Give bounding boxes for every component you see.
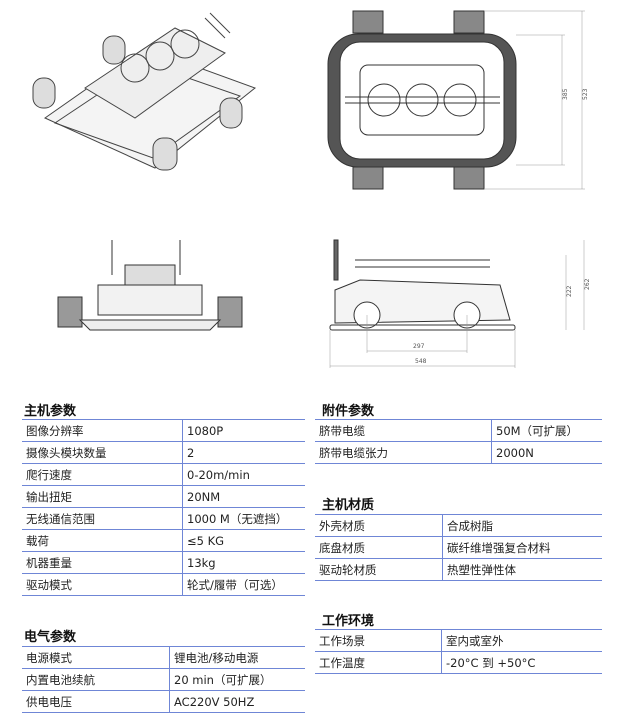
robot-front-view-drawing bbox=[57, 240, 243, 331]
param-value: 20 min（可扩展） bbox=[169, 668, 305, 691]
table-row: 底盘材质碳纤维增强复合材料 bbox=[315, 536, 602, 559]
param-label: 底盘材质 bbox=[315, 536, 443, 559]
param-label: 摄像头模块数量 bbox=[22, 441, 183, 464]
param-label: 驱动模式 bbox=[22, 573, 183, 596]
dim-523: 523 bbox=[582, 88, 589, 100]
param-label: 无线通信范围 bbox=[22, 507, 183, 530]
param-value: ≤5 KG bbox=[182, 529, 305, 552]
param-value: 0-20m/min bbox=[182, 463, 305, 486]
param-label: 机器重量 bbox=[22, 551, 183, 574]
table-row: 外壳材质合成树脂 bbox=[315, 514, 602, 537]
param-label: 工作温度 bbox=[315, 651, 442, 674]
param-label: 爬行速度 bbox=[22, 463, 183, 486]
param-value: 轮式/履带（可选） bbox=[182, 573, 305, 596]
dim-297: 297 bbox=[413, 343, 425, 350]
param-value: 碳纤维增强复合材料 bbox=[442, 536, 602, 559]
param-value: 热塑性弹性体 bbox=[442, 558, 602, 581]
param-value: AC220V 50HZ bbox=[169, 690, 305, 713]
param-value: 锂电池/移动电源 bbox=[169, 646, 305, 669]
param-value: 1080P bbox=[182, 419, 305, 442]
section-title-host: 主机参数 bbox=[24, 404, 77, 419]
param-value: -20°C 到 +50°C bbox=[441, 651, 602, 674]
dim-262: 262 bbox=[584, 278, 591, 290]
param-label: 驱动轮材质 bbox=[315, 558, 443, 581]
table-row: 驱动轮材质热塑性弹性体 bbox=[315, 558, 602, 581]
param-value: 1000 M（无遮挡） bbox=[182, 507, 305, 530]
param-label: 供电电压 bbox=[22, 690, 170, 713]
param-label: 内置电池续航 bbox=[22, 668, 170, 691]
param-value: 2000N bbox=[491, 441, 602, 464]
param-label: 载荷 bbox=[22, 529, 183, 552]
param-label: 输出扭矩 bbox=[22, 485, 183, 508]
dim-548: 548 bbox=[415, 358, 427, 365]
robot-isometric-drawing bbox=[32, 12, 257, 171]
dim-385: 385 bbox=[562, 88, 569, 100]
table-row: 电源模式锂电池/移动电源 bbox=[22, 646, 305, 669]
material-table: 外壳材质合成树脂底盘材质碳纤维增强复合材料驱动轮材质热塑性弹性体 bbox=[315, 514, 602, 581]
table-row: 载荷≤5 KG bbox=[22, 529, 305, 552]
section-title-accessory: 附件参数 bbox=[322, 404, 375, 419]
table-row: 工作场景室内或室外 bbox=[315, 629, 602, 652]
robot-top-view-drawing: 385 523 bbox=[327, 10, 589, 190]
section-title-environment: 工作环境 bbox=[322, 614, 375, 629]
table-row: 工作温度-20°C 到 +50°C bbox=[315, 651, 602, 674]
param-label: 图像分辨率 bbox=[22, 419, 183, 442]
section-title-material: 主机材质 bbox=[322, 498, 375, 513]
param-label: 脐带电缆张力 bbox=[315, 441, 492, 464]
param-value: 13kg bbox=[182, 551, 305, 574]
param-label: 工作场景 bbox=[315, 629, 442, 652]
param-label: 脐带电缆 bbox=[315, 419, 492, 442]
robot-side-view-drawing: 297 548 222 262 bbox=[329, 239, 591, 368]
param-label: 电源模式 bbox=[22, 646, 170, 669]
environment-table: 工作场景室内或室外工作温度-20°C 到 +50°C bbox=[315, 629, 602, 674]
param-value: 20NM bbox=[182, 485, 305, 508]
section-title-electrical: 电气参数 bbox=[24, 630, 77, 645]
param-value: 合成树脂 bbox=[442, 514, 602, 537]
dim-222: 222 bbox=[566, 285, 573, 297]
param-label: 外壳材质 bbox=[315, 514, 443, 537]
param-value: 50M（可扩展） bbox=[491, 419, 602, 442]
table-row: 驱动模式轮式/履带（可选） bbox=[22, 573, 305, 596]
param-value: 2 bbox=[182, 441, 305, 464]
param-value: 室内或室外 bbox=[441, 629, 602, 652]
